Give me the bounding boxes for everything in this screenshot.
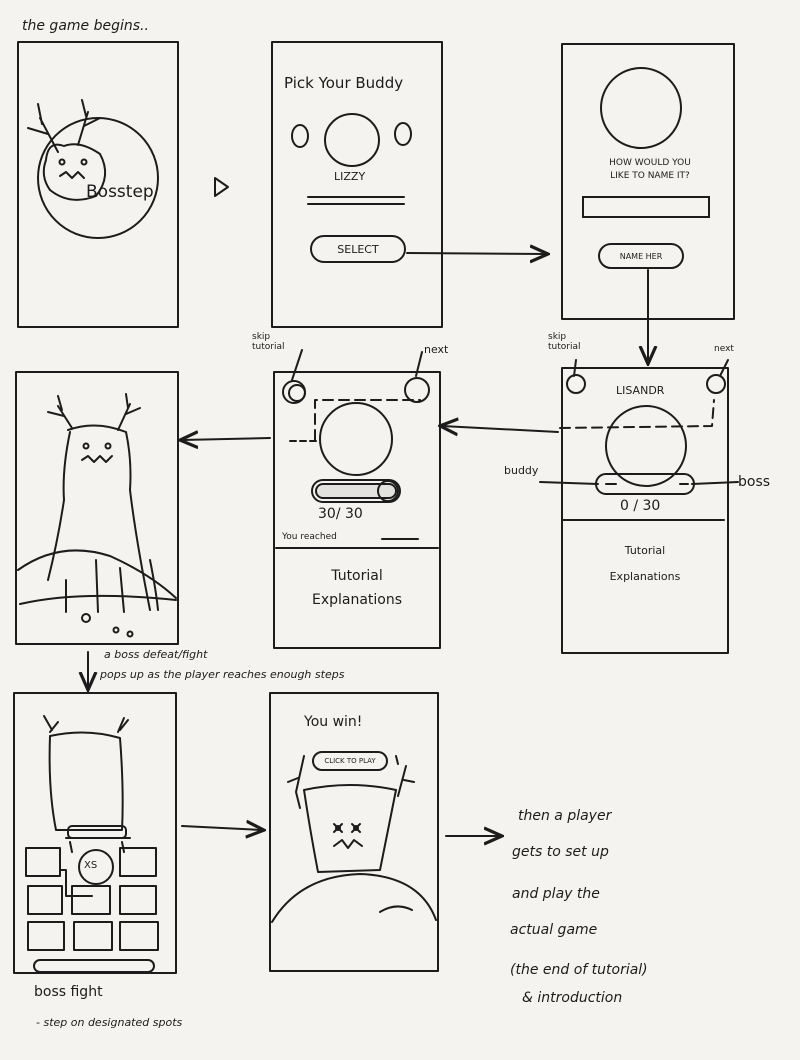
next-button-b[interactable] [405, 378, 429, 402]
boss-fight-bottom-bar [34, 960, 154, 972]
panel-you-win [270, 693, 438, 971]
buddy-note: buddy [504, 464, 538, 477]
step-tile[interactable] [120, 922, 158, 950]
skip-tutorial-note-a: skip tutorial [548, 332, 580, 352]
buddy-option-right [395, 123, 411, 145]
step-tile[interactable] [120, 886, 156, 914]
xs-badge-text: XS [84, 860, 97, 871]
flow-arrow-tutorial-to-boss [182, 438, 270, 440]
next-note-b: next [424, 343, 448, 356]
boss-note-line1: a boss defeat/fight [104, 648, 207, 661]
ending-line1: then a player [518, 808, 611, 824]
win-boss-creature [304, 785, 396, 872]
reached-text: You reached [282, 532, 337, 542]
boss-logo-antlers-icon [28, 100, 100, 152]
ending-line5: (the end of tutorial) [510, 962, 648, 978]
tutorial-b-explanation-line2: Explanations [274, 592, 440, 608]
name-prompt-line2: LIKE TO NAME IT? [580, 171, 720, 181]
buddy-portrait-b [320, 403, 392, 475]
step-tile[interactable] [28, 886, 62, 914]
step-tile[interactable] [26, 848, 60, 876]
step-tile[interactable] [72, 886, 110, 914]
boss-fight-creature [50, 732, 123, 830]
flow-arrow-select-to-name [407, 253, 546, 254]
storyboard-caption: the game begins.. [22, 18, 149, 34]
boss-note-line2: pops up as the player reaches enough ste… [100, 668, 344, 681]
ending-line2: gets to set up [512, 844, 609, 860]
pick-buddy-title: Pick Your Buddy [284, 74, 403, 92]
ending-line6: & introduction [522, 990, 622, 1006]
boss-fight-detail: - step on designated spots [36, 1016, 182, 1029]
buddy-option-main [325, 114, 379, 166]
progress-text-a: 0 / 30 [620, 498, 660, 514]
step-tile[interactable] [28, 922, 64, 950]
flow-arrow-fight-to-win [182, 826, 262, 830]
win-title: You win! [304, 714, 362, 730]
flow-arrow-play-icon [215, 178, 228, 196]
boss-fight-caption: boss fight [34, 984, 103, 1000]
skip-tutorial-note-b: skip tutorial [252, 332, 284, 352]
buddy-name-input[interactable] [582, 196, 710, 218]
tutorial-a-explanation-line1: Tutorial [562, 544, 728, 557]
splash-logo-text: Bosstep [86, 182, 154, 202]
select-button[interactable]: SELECT [310, 235, 406, 263]
step-tile[interactable] [120, 848, 156, 876]
boss-creature-body [48, 425, 150, 610]
progress-fill-b [316, 484, 396, 498]
next-note-a: next [714, 344, 734, 354]
boss-health-bar [68, 826, 126, 838]
buddy-name-tutorial: LISANDR [616, 384, 664, 397]
boss-logo-circle [38, 118, 158, 238]
panel-boss-fight [14, 693, 176, 973]
ending-line3: and play the [512, 886, 600, 902]
buddy-name-label: LIZZY [334, 170, 365, 183]
click-to-play-button[interactable]: CLICK TO PLAY [312, 751, 388, 771]
tutorial-b-explanation-line1: Tutorial [274, 568, 440, 584]
skip-tutorial-button-a[interactable] [567, 375, 585, 393]
name-prompt-line1: HOW WOULD YOU [580, 158, 720, 168]
tutorial-a-explanation-line2: Explanations [562, 570, 728, 583]
buddy-option-left [292, 125, 308, 147]
flow-arrow-tutorialA-to-tutorialB [442, 426, 558, 432]
next-button-a[interactable] [707, 375, 725, 393]
buddy-portrait [601, 68, 681, 148]
name-her-button[interactable]: NAME HER [598, 243, 684, 269]
boss-note: boss [738, 474, 770, 490]
progress-text-b: 30/ 30 [318, 506, 363, 522]
step-tile[interactable] [74, 922, 112, 950]
ending-line4: actual game [510, 922, 597, 938]
